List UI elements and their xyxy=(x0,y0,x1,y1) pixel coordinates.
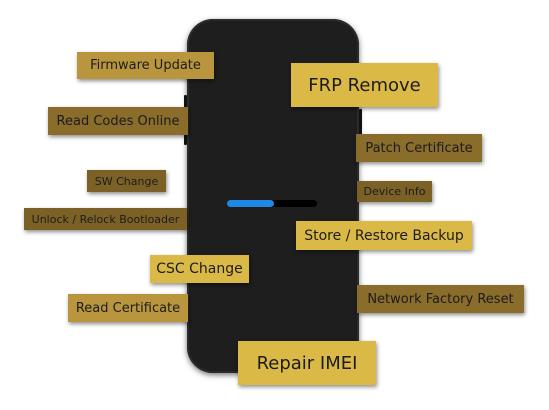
tag-read-codes-online: Read Codes Online xyxy=(48,107,188,135)
tag-unlock-relock-bootloader: Unlock / Relock Bootloader xyxy=(24,208,187,230)
tag-csc-change: CSC Change xyxy=(150,255,249,283)
tag-network-factory-reset: Network Factory Reset xyxy=(357,285,524,313)
tag-frp-remove: FRP Remove xyxy=(291,63,438,107)
progress-bar-fill xyxy=(227,200,274,207)
tag-read-certificate: Read Certificate xyxy=(68,294,188,322)
tag-device-info: Device Info xyxy=(357,181,432,202)
tag-patch-certificate: Patch Certificate xyxy=(356,134,482,162)
tag-store-restore-backup: Store / Restore Backup xyxy=(296,221,472,250)
tag-sw-change: SW Change xyxy=(87,170,166,192)
tag-firmware-update: Firmware Update xyxy=(77,52,214,79)
power-button-graphic xyxy=(359,109,362,147)
progress-bar xyxy=(227,200,317,207)
volume-up-button-graphic xyxy=(184,95,187,117)
tag-repair-imei: Repair IMEI xyxy=(238,341,376,385)
